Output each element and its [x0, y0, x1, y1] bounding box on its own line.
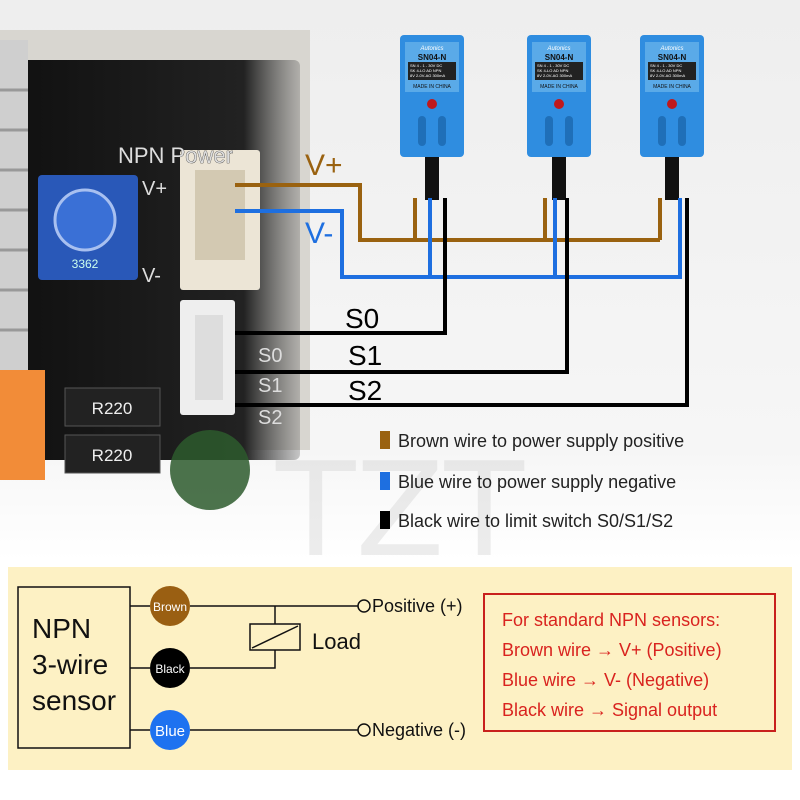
black-wire-s1 — [235, 198, 569, 374]
s2-label: S2 — [348, 375, 382, 406]
black-wire-s2 — [235, 198, 689, 407]
sensor-brand: Autonics — [546, 46, 570, 52]
svg-text:Brown: Brown — [153, 600, 187, 614]
legend-brown-text: Brown wire to power supply positive — [398, 431, 684, 451]
signal-connector — [180, 300, 235, 415]
indicator-led — [667, 99, 677, 109]
sensor-origin: MADE IN CHINA — [413, 84, 451, 90]
capacitor — [170, 430, 250, 510]
npn-note-box: For standard NPN sensors: Brown wire → V… — [483, 593, 776, 732]
sensor-cable — [425, 150, 439, 200]
pin-label-vminus: V- — [142, 265, 161, 287]
legend-blue-text: Blue wire to power supply negative — [398, 472, 676, 492]
wires — [235, 183, 689, 407]
wire-blue-node: Blue — [150, 710, 190, 750]
blue-wire — [235, 198, 682, 279]
wire-brown-node: Brown — [150, 586, 190, 626]
positive-terminal-label: Positive (+) — [372, 596, 463, 616]
orange-connector — [0, 370, 45, 480]
pin-label-vplus: V+ — [142, 178, 167, 200]
sensor-spec: 8V 2-0V-AG 300mA — [650, 73, 685, 78]
s0-label: S0 — [345, 303, 379, 334]
power-connector — [180, 150, 260, 290]
sensor-spec: SK 4-LO AD NPN — [410, 68, 441, 73]
sensor-brand: Autonics — [659, 46, 683, 52]
sensor-spec: SN 4 - 1 - 30V DC — [410, 63, 442, 68]
legend: Brown wire to power supply positive Blue… — [380, 431, 684, 531]
heatsink — [0, 40, 28, 370]
sensor-spec: SK 4-LO AD NPN — [650, 68, 681, 73]
s1-label: S1 — [348, 340, 382, 371]
sensor-label-line: sensor — [32, 685, 116, 716]
proximity-sensor: Autonics SN04-N SN 4 - 1 - 30V DC SK 4-L… — [640, 35, 704, 200]
sensor-brand: Autonics — [419, 46, 443, 52]
sensor-spec: SN 4 - 1 - 30V DC — [650, 63, 682, 68]
indicator-led — [427, 99, 437, 109]
port-label-s2: S2 — [258, 407, 282, 429]
schematic-lines — [130, 599, 371, 737]
indicator-led — [554, 99, 564, 109]
sensor-model: SN04-N — [658, 53, 687, 62]
sensor-spec: SN 4 - 1 - 30V DC — [537, 63, 569, 68]
sensor-model: SN04-N — [418, 53, 447, 62]
wire-black-node: Black — [150, 648, 190, 688]
proximity-sensor: Autonics SN04-N SN 4 - 1 - 30V DC SK 4-L… — [400, 35, 464, 200]
svg-text:R220: R220 — [92, 399, 133, 418]
vminus-label: V- — [305, 217, 333, 250]
svg-text:3362: 3362 — [72, 257, 99, 271]
black-wire-s0 — [235, 198, 447, 335]
svg-text:Black: Black — [155, 662, 185, 676]
sensor-spec: 8V 2-0V-AG 300mA — [537, 73, 572, 78]
svg-text:Blue: Blue — [155, 723, 185, 740]
load-label: Load — [312, 629, 361, 654]
sensor-cable — [665, 150, 679, 200]
note-line: Brown wire → V+ (Positive) — [502, 640, 722, 660]
sensor-spec: 8V 2-0V-AG 300mA — [410, 73, 445, 78]
port-label-s0: S0 — [258, 345, 282, 367]
npn-power-silkscreen: NPN Power — [118, 143, 233, 168]
negative-terminal-label: Negative (-) — [372, 720, 466, 740]
note-line: Black wire → Signal output — [502, 700, 717, 720]
proximity-sensor: Autonics SN04-N SN 4 - 1 - 30V DC SK 4-L… — [527, 35, 591, 200]
sensor-cable — [552, 150, 566, 200]
legend-swatch-blue — [380, 472, 390, 490]
legend-black-text: Black wire to limit switch S0/S1/S2 — [398, 511, 673, 531]
svg-text:R220: R220 — [92, 446, 133, 465]
resistor: R220 — [64, 387, 161, 427]
watermark: TZT — [275, 434, 524, 586]
sensor-label-line: NPN — [32, 613, 91, 644]
legend-swatch-black — [380, 511, 390, 529]
sensor-spec: SK 4-LO AD NPN — [537, 68, 568, 73]
sensor-origin: MADE IN CHINA — [653, 84, 691, 90]
note-line: Blue wire → V- (Negative) — [502, 670, 709, 690]
sensor-label-line: 3-wire — [32, 649, 108, 680]
sensor-model: SN04-N — [545, 53, 574, 62]
note-line: For standard NPN sensors: — [502, 610, 720, 630]
port-label-s1: S1 — [258, 375, 282, 397]
vplus-label: V+ — [305, 149, 343, 182]
resistor: R220 — [64, 434, 161, 474]
potentiometer: 3362 — [38, 175, 138, 280]
sensor-origin: MADE IN CHINA — [540, 84, 578, 90]
brown-wire — [235, 183, 662, 242]
legend-swatch-brown — [380, 431, 390, 449]
